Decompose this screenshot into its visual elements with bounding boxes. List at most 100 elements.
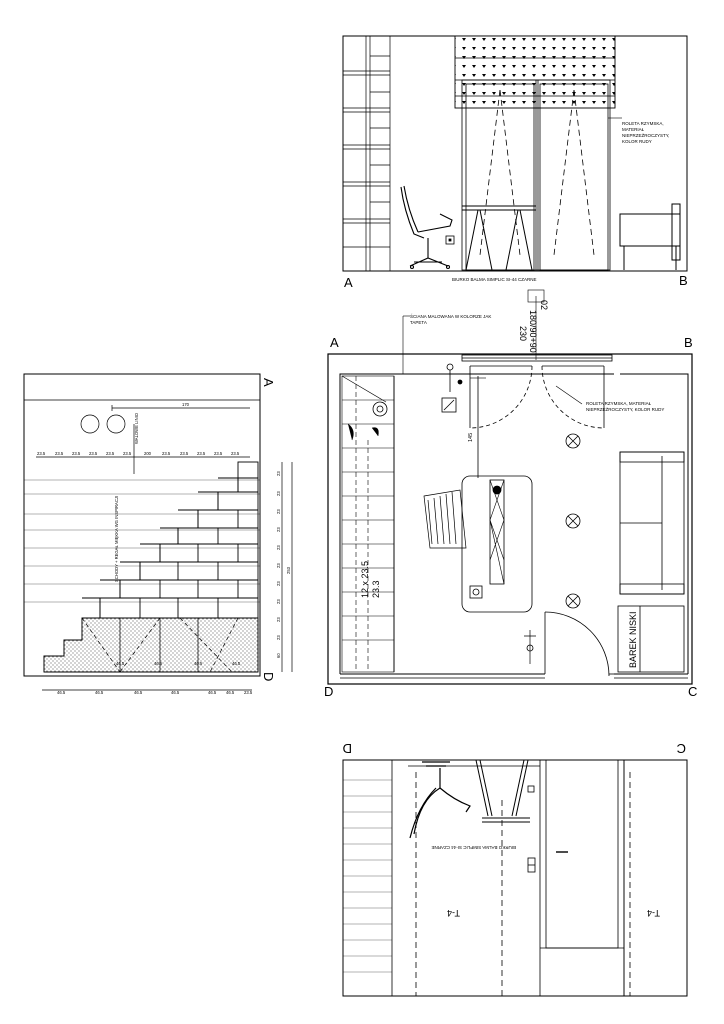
plan-sofa: [619, 451, 685, 595]
roller-note-line-1: ROLETA RZYMSKA,: [622, 121, 664, 126]
office-chair-icon: [400, 185, 453, 270]
wall-lamp-icon: [80, 414, 100, 434]
plan-outer-wall: [327, 353, 693, 685]
stair-elevation-frame: [23, 373, 261, 677]
roller-note-line-2: MATERIAŁ: [622, 127, 645, 132]
cabinet-dim: 46.5: [232, 661, 241, 666]
roller-note-line-4: KOLOR RUDY: [622, 139, 652, 144]
stair-spacing-dim: 23.5: [55, 451, 64, 456]
cabinet-dim: 46.5: [154, 661, 163, 666]
socket-icon: [445, 235, 455, 245]
plan-chair-icon: [423, 489, 467, 549]
elevation-ab-letter-b: B: [679, 273, 688, 288]
ceiling-light-icon: [565, 433, 581, 609]
elevation-cd-tag-1: T-4: [447, 908, 460, 918]
stair-spacing-dim: 23.5: [197, 451, 206, 456]
bookshelf: [343, 36, 391, 271]
stair-bottom-dims: 46.5 46.5 46.5 46.5 46.5 46.5 23.5: [57, 690, 253, 695]
elevation-cd-door: [539, 759, 625, 997]
stair-right-dim: 23: [276, 581, 281, 586]
stair-cabinet-hatched: [43, 617, 259, 673]
stair-right-dim: 23: [276, 527, 281, 532]
stair-spacing-dim: 23.5: [72, 451, 81, 456]
stair-right-dim: 23: [276, 491, 281, 496]
roller-note-line-3: NIEPRZEŹROCZYSTY,: [622, 132, 669, 138]
stair-spacing-dims: 23.5 23.5 23.5 23.5 23.5 23.5 23.5 23.5 …: [37, 451, 240, 456]
switch-icon: [527, 785, 535, 793]
sofa-elevation: [619, 203, 681, 270]
stair-elevation: [23, 373, 293, 691]
elevation-ab: [342, 35, 688, 272]
elevation-ab-letter-a: A: [344, 275, 353, 290]
stair-bottom-dim: 46.5: [134, 690, 143, 695]
stair-right-dim: 23: [276, 509, 281, 514]
plan-roller-note-1: ROLETA RZYMSKA, MATERIAŁ: [586, 401, 652, 406]
stair-bottom-dim: 46.5: [208, 690, 217, 695]
desk-elevation: [462, 205, 536, 271]
stair-dim-200: 200: [144, 451, 152, 456]
stair-right-dim: 23: [276, 471, 281, 476]
desk-elevation-inverted: [475, 759, 530, 823]
elevation-cd-letter-c: C: [677, 741, 686, 756]
stair-bottom-dim: 46.5: [57, 690, 66, 695]
door-height: 230: [518, 326, 528, 341]
stair-spacing-dim: 23.5: [123, 451, 132, 456]
plan-entry-door: [544, 611, 614, 677]
cabinet-dim: 46.5: [116, 661, 125, 666]
plan-desk: [461, 376, 533, 613]
roman-blind: [454, 35, 616, 109]
office-chair-icon: [409, 761, 471, 839]
elevation-cd-letter-d: D: [343, 741, 352, 756]
stair-letter-a: A: [261, 378, 276, 387]
stair-right-dim: 23: [276, 545, 281, 550]
plan-low-bar: [617, 605, 685, 673]
plan-stairs: [341, 375, 395, 673]
elevation-cd-tag-2: T-4: [647, 908, 660, 918]
balcony-door: [461, 79, 611, 271]
stair-right-dim: 23: [276, 617, 281, 622]
stairs-total: 23.3: [371, 580, 381, 598]
stair-note: SCHODY + REGAŁ MIĘKKA WG INSPIRACJI: [114, 496, 119, 582]
stair-spacing-dim: 23.5: [214, 451, 223, 456]
stair-spacing-dim: 23.5: [89, 451, 98, 456]
stair-spacing-dim: 23.5: [231, 451, 240, 456]
stair-spacing-dim: 23.5: [37, 451, 46, 456]
elevation-cd-caption: BIURKO BALMA SIMPLIC SI-44 CZARNE: [431, 845, 516, 850]
barek-label: BAREK NISKI: [628, 611, 638, 668]
stair-bottom-dim: 46.5: [171, 690, 180, 695]
stair-spacing-dim: 23.5: [162, 451, 171, 456]
wall-note-line-2: TAPETA: [410, 320, 427, 325]
plan-corner-a: A: [330, 335, 339, 350]
stair-dim-170: 170: [182, 402, 190, 407]
stair-spacing-dim: 23.5: [106, 451, 115, 456]
cabinet-dim: 46.5: [194, 661, 203, 666]
wall-note-line-1: ŚCIANA MALOWANA W KOLORZE JAK: [410, 312, 491, 319]
plan-light-icon: [347, 401, 388, 441]
plan-roller-note-2: NIEPRZEŹROCZYSTY, KOLOR RUDY: [586, 406, 664, 412]
dim-145: 145: [468, 433, 474, 442]
door-tag: 02: [539, 300, 549, 310]
stair-bottom-dim: 46.5: [95, 690, 104, 695]
stair-right-dims: 23 23 23 23 23 23 23 23 23 23 253 60: [276, 471, 291, 658]
stair-spacing-dim: 23.5: [180, 451, 189, 456]
elevation-cd: [342, 759, 688, 997]
elevation-cd-frame: [342, 759, 688, 997]
plan-double-door: [469, 365, 605, 429]
stair-bottom-dim: 46.5: [226, 690, 235, 695]
stair-right-dim: 23: [276, 563, 281, 568]
plan-corner-b: B: [684, 335, 693, 350]
elevation-ab-caption: BIURKO BALMA SIMPLIC SI-44 CZARNE: [452, 277, 537, 282]
stair-right-dim: 23: [276, 635, 281, 640]
elevation-ab-note: ROLETA RZYMSKA, MATERIAŁ NIEPRZEŹROCZYST…: [622, 121, 669, 144]
stair-cabinet-dims: 46.5 46.5 46.5 46.5: [116, 661, 241, 666]
wall-lamp-icon: [106, 414, 126, 434]
floor-plan: [327, 289, 693, 685]
plan-socket-icon: [441, 397, 457, 413]
stair-vertical-note: WALOWE LINIO: [134, 412, 139, 444]
stair-letter-d: D: [261, 672, 276, 681]
plan-corner-d: D: [324, 684, 333, 699]
stair-right-total: 253: [286, 566, 291, 574]
stair-right-dim: 23: [276, 599, 281, 604]
stair-right-base: 60: [276, 653, 281, 658]
